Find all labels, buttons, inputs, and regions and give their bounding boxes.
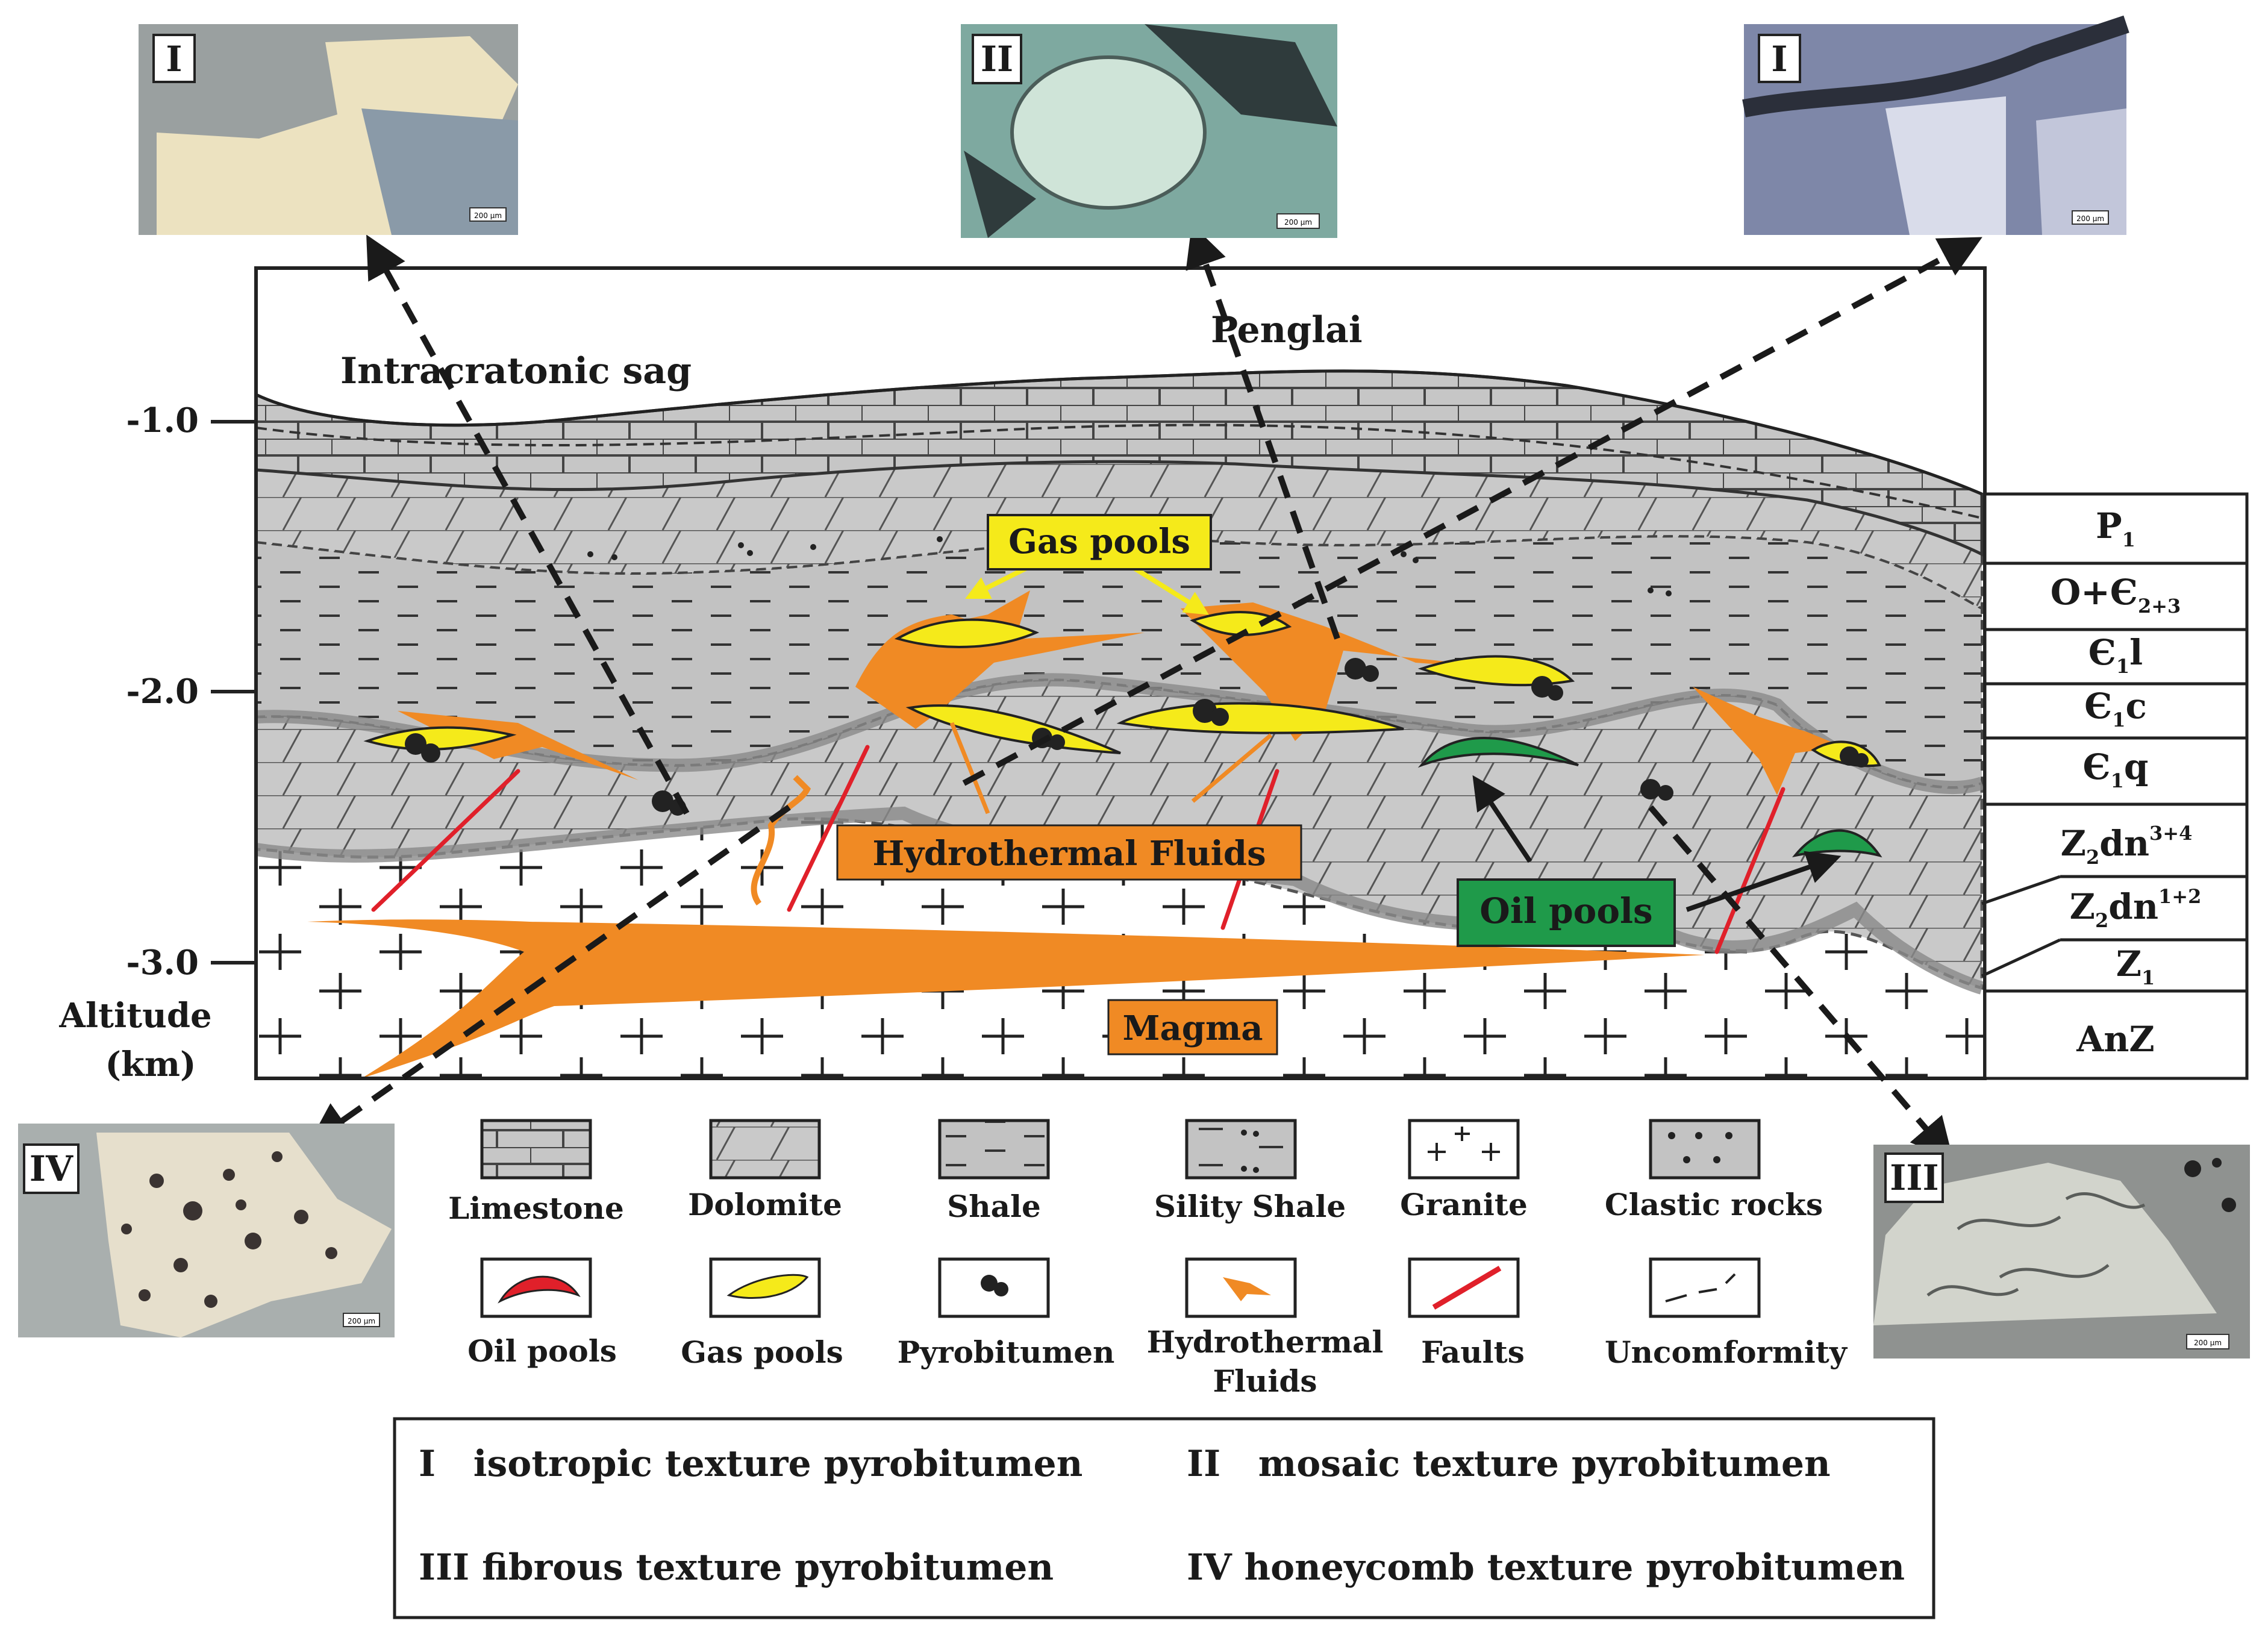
svg-text:IV: IV: [30, 1148, 73, 1189]
legend-label-pyrobitumen: Pyrobitumen: [898, 1334, 1115, 1370]
stratum-label-1: O+Є2+3: [2051, 572, 2181, 618]
stratum-label-7: Z1: [2116, 943, 2155, 989]
micrograph-1: I 200 μm: [139, 24, 518, 235]
legend-swatch-faults: [1408, 1257, 1520, 1318]
legend-label-oil-pools: Oil pools: [467, 1333, 617, 1369]
texture-notes: I isotropic texture pyrobitumen II mosai…: [393, 1417, 1935, 1619]
axis-title-line2: (km): [105, 1045, 196, 1084]
svg-text:200 μm: 200 μm: [348, 1317, 375, 1325]
note-mosaic: II mosaic texture pyrobitumen: [1187, 1443, 1831, 1485]
legend-label-dolomite: Dolomite: [688, 1187, 842, 1222]
note-fibrous: III fibrous texture pyrobitumen: [419, 1546, 1054, 1589]
legend-swatch-dolomite: [709, 1119, 821, 1180]
note-isotropic: I isotropic texture pyrobitumen: [419, 1443, 1082, 1485]
stratum-label-3: Є1c: [2084, 686, 2147, 731]
cross-section: Intracratonic sag Penglai Gas pools Hydr…: [254, 224, 1987, 1161]
legend-label-clastic-rocks: Clastic rocks: [1605, 1187, 1823, 1222]
svg-text:Gas pools: Gas pools: [1008, 522, 1190, 561]
gas-pools: [363, 611, 1882, 768]
svg-text:I: I: [1771, 39, 1787, 80]
legend-swatch-hydrothermal-fluids: [1185, 1257, 1297, 1318]
svg-text:Hydrothermal Fluids: Hydrothermal Fluids: [872, 834, 1266, 874]
svg-text:200 μm: 200 μm: [2194, 1339, 2222, 1347]
penglai-label: Penglai: [1211, 309, 1363, 351]
svg-text:Oil pools: Oil pools: [1479, 890, 1652, 931]
oil-pools: [1417, 737, 1882, 858]
legend-label-limestone: Limestone: [448, 1190, 624, 1226]
svg-text:Magma: Magma: [1123, 1008, 1263, 1048]
svg-text:I: I: [166, 39, 182, 80]
legend-label-uncomformity: Uncomformity: [1605, 1334, 1848, 1370]
micrograph-3: I 200 μm: [1742, 15, 2129, 235]
gas-pools-callout: Gas pools: [987, 514, 1212, 571]
legend-swatch-granite: [1408, 1119, 1520, 1180]
svg-text:II: II: [981, 39, 1013, 80]
legend-label-shale: Shale: [947, 1189, 1041, 1224]
svg-text:200 μm: 200 μm: [474, 211, 502, 220]
stratum-label-0: P1: [2096, 505, 2135, 551]
svg-text:200 μm: 200 μm: [2076, 214, 2104, 223]
stratum-label-8: AnZ: [2076, 1019, 2155, 1060]
tick-minus-2: -2.0: [126, 672, 199, 711]
legend-label-gas-pools: Gas pools: [681, 1334, 843, 1370]
legend: Limestone Dolomite Shale Sility Shale Gr…: [448, 1119, 1848, 1399]
stratum-label-2: Є1l: [2088, 632, 2143, 678]
legend-label-faults: Faults: [1421, 1334, 1525, 1370]
intracratonic-sag-label: Intracratonic sag: [340, 350, 692, 392]
legend-swatch-shale: [938, 1119, 1050, 1180]
stratum-label-4: Є1q: [2083, 746, 2149, 792]
stratum-label-5: Z2dn3+4: [2061, 822, 2193, 869]
micrograph-4: IV 200 μm: [18, 1124, 395, 1337]
legend-label-granite: Granite: [1400, 1187, 1528, 1222]
oil-pools-callout: Oil pools: [1457, 878, 1676, 947]
axis-title-line1: Altitude: [58, 996, 211, 1036]
tick-minus-1: -1.0: [126, 401, 199, 440]
legend-swatch-pyrobitumen: [938, 1257, 1050, 1318]
note-honeycomb: IV honeycomb texture pyrobitumen: [1187, 1546, 1905, 1589]
legend-label-fluids: Fluids: [1213, 1363, 1317, 1399]
pyrobitumen-blobs: [405, 658, 1869, 816]
micrograph-2: II 200 μm: [961, 24, 1337, 238]
stratum-label-6: Z2dn1+2: [2070, 885, 2202, 932]
legend-label-hydrothermal: Hydrothermal: [1147, 1324, 1384, 1360]
tick-minus-3: -3.0: [126, 943, 199, 983]
micrograph-5: III 200 μm: [1873, 1145, 2250, 1359]
svg-text:III: III: [1890, 1157, 1938, 1198]
svg-text:200 μm: 200 μm: [1284, 218, 1312, 227]
legend-swatch-oil-pools: [480, 1257, 592, 1318]
altitude-axis: -1.0 -2.0 -3.0 Altitude (km): [58, 401, 256, 1084]
legend-swatch-gas-pools: [709, 1257, 821, 1318]
hydrothermal-fluids-callout: Hydrothermal Fluids: [836, 824, 1302, 881]
legend-swatch-uncomformity: [1649, 1257, 1761, 1318]
magma-sill: [307, 919, 1705, 1078]
legend-swatch-clastic-rocks: [1649, 1119, 1761, 1180]
legend-label-sility-shale: Sility Shale: [1154, 1189, 1346, 1224]
magma-callout: Magma: [1107, 999, 1278, 1055]
legend-swatch-sility-shale: [1185, 1119, 1297, 1180]
legend-swatch-limestone: [480, 1119, 592, 1180]
